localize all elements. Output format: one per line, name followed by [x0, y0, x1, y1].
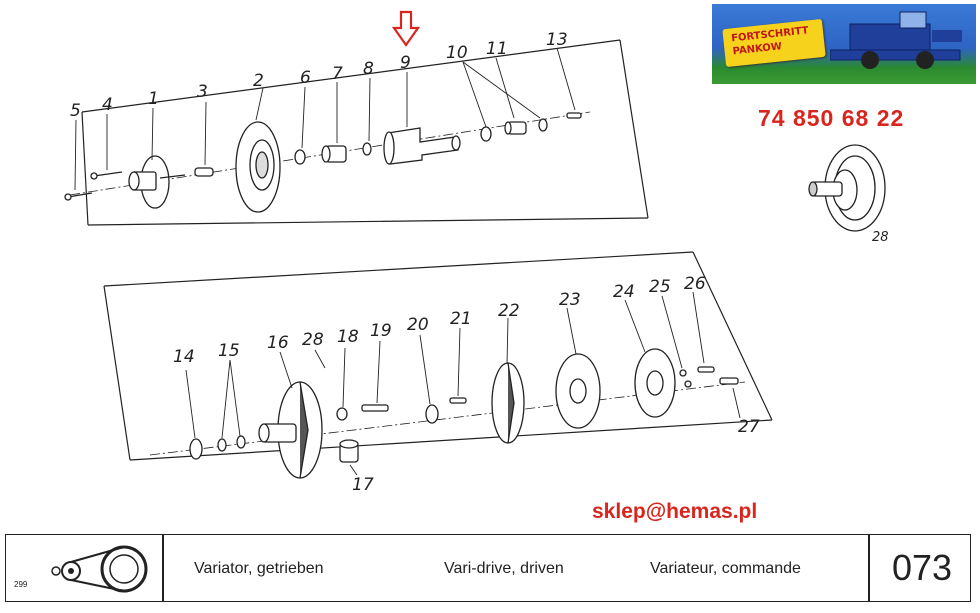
- label-part-4: 4: [102, 95, 113, 115]
- label-part-10: 10: [446, 43, 468, 63]
- label-part-1: 1: [148, 89, 159, 109]
- brand-logo: FORTSCHRITT PANKOW: [712, 4, 976, 84]
- label-part-22: 22: [498, 301, 520, 321]
- pulley-part-28: [808, 144, 886, 232]
- lower-parts: [189, 348, 739, 479]
- email-address: sklep@hemas.pl: [592, 500, 758, 523]
- footer-divider: [868, 535, 870, 601]
- label-french: Variateur, commande: [650, 560, 801, 577]
- footer-divider: [162, 535, 164, 601]
- belt-drive-icon: [51, 545, 148, 593]
- label-part-26: 26: [684, 274, 706, 294]
- label-part-15: 15: [218, 341, 240, 361]
- phone-number: 74 850 68 22: [758, 105, 905, 131]
- label-part-25: 25: [649, 277, 671, 297]
- label-english: Vari-drive, driven: [444, 560, 564, 577]
- label-part-5: 5: [70, 101, 81, 121]
- label-part-16: 16: [267, 333, 289, 353]
- label-part-13: 13: [546, 30, 568, 50]
- label-part-14: 14: [173, 347, 195, 367]
- small-page-ref: 299: [14, 580, 28, 589]
- label-part-17: 17: [352, 475, 374, 495]
- label-part-27: 27: [738, 417, 760, 437]
- label-part-18: 18: [337, 327, 359, 347]
- label-part-6: 6: [300, 68, 311, 88]
- label-part-28-upper: 28: [872, 230, 889, 245]
- upper-axis: [69, 111, 591, 196]
- part-number-labels: 1 2 3 4 5 6 7 8 9 10 11 13 14 15 16 17 1…: [70, 30, 889, 495]
- label-part-7: 7: [332, 64, 343, 84]
- lower-frame: [103, 251, 773, 461]
- label-part-19: 19: [370, 321, 392, 341]
- label-part-3: 3: [197, 82, 208, 102]
- caption-footer: 299 Variator, getrieben Vari-drive, driv…: [5, 534, 971, 602]
- label-part-24: 24: [613, 282, 635, 302]
- label-part-20: 20: [407, 315, 429, 335]
- highlight-arrow-icon: [391, 10, 421, 47]
- label-part-11: 11: [486, 39, 508, 59]
- combine-harvester-icon: [830, 11, 962, 69]
- label-part-21: 21: [450, 309, 472, 329]
- label-part-9: 9: [400, 53, 411, 73]
- page-number: 073: [892, 547, 953, 588]
- upper-parts: [64, 112, 582, 213]
- label-part-23: 23: [559, 290, 581, 310]
- label-part-28-lower: 28: [302, 330, 324, 350]
- brand-tag: FORTSCHRITT PANKOW: [722, 18, 826, 68]
- upper-frame: [81, 39, 649, 226]
- label-german: Variator, getrieben: [194, 560, 324, 577]
- leader-lines: [74, 47, 741, 476]
- label-part-8: 8: [363, 59, 374, 79]
- label-part-2: 2: [253, 71, 264, 91]
